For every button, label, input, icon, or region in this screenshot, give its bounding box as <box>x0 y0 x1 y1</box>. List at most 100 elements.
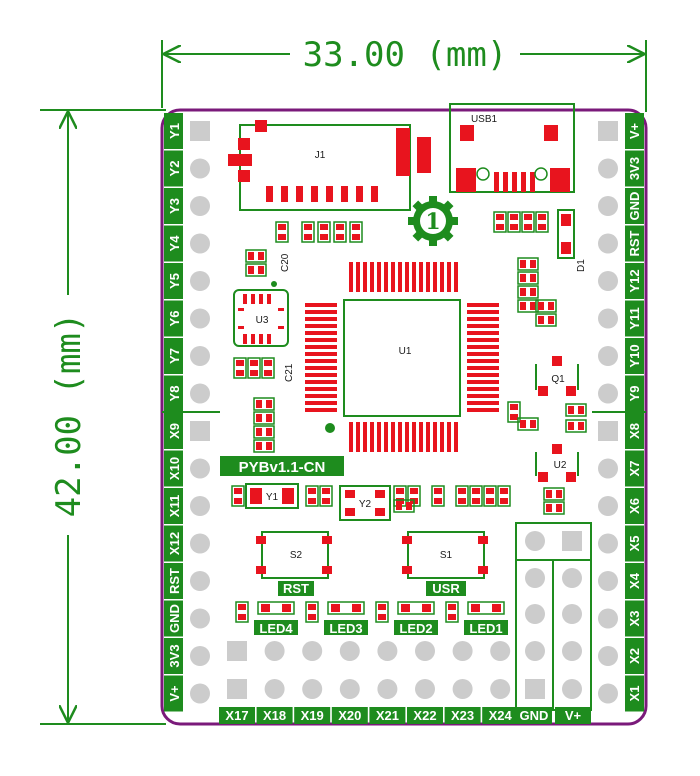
left-pin-label: V+ <box>167 685 182 702</box>
c21-label: C21 <box>284 363 295 382</box>
bottom-pin-label: X20 <box>338 708 361 723</box>
pin-pad <box>598 571 618 591</box>
right-pin-label: X4 <box>627 572 642 589</box>
usr-button-label: USR <box>432 581 460 596</box>
board-name: PYBv1.1-CN <box>239 459 326 476</box>
s1-label: S1 <box>440 550 453 561</box>
left-pin-label: Y7 <box>167 348 182 364</box>
bottom-pin-label: X22 <box>413 708 436 723</box>
bottom-pin-label: X24 <box>489 708 513 723</box>
pin-pad <box>190 646 210 666</box>
y1-label: Y1 <box>266 492 279 503</box>
left-pin-label: Y6 <box>167 311 182 327</box>
led-label: LED1 <box>469 621 502 636</box>
right-pin-label: X6 <box>627 498 642 514</box>
width-dimension-label: 33.00 (mm) <box>303 35 508 75</box>
pin-pad <box>598 458 618 479</box>
passive-components <box>231 211 587 623</box>
dimension-height: 42.00 (mm) <box>40 109 166 725</box>
pin-pad <box>415 641 435 661</box>
pin-pad <box>490 641 511 661</box>
left-pin-label: GND <box>167 604 182 633</box>
pin-pad <box>264 679 285 699</box>
pin-pad <box>598 346 618 366</box>
d1-label: D1 <box>576 259 587 272</box>
gear-logo-icon: 1 <box>408 196 458 246</box>
right-pin-label: X5 <box>627 536 642 552</box>
pin-pad <box>339 679 360 699</box>
pin-pad <box>190 608 210 629</box>
left-pin-label: X12 <box>167 532 182 555</box>
y2-crystal: Y2 <box>339 485 391 521</box>
bottom-pin-label: X17 <box>225 708 248 723</box>
pin-pad <box>190 421 210 441</box>
pin-pad <box>190 346 210 366</box>
led-label: LED2 <box>399 621 432 636</box>
pin-pad <box>598 233 618 254</box>
right-pin-label: GND <box>627 192 642 221</box>
pin-pad <box>190 533 210 554</box>
pin-pad <box>377 679 398 699</box>
left-pin-label: Y5 <box>167 273 182 289</box>
pin-pad <box>598 383 618 404</box>
q1-transistor: Q1 <box>535 356 579 396</box>
pin-pad <box>190 158 210 179</box>
pin-pad <box>415 679 435 699</box>
y2-label: Y2 <box>359 499 372 510</box>
pin-pad <box>190 571 210 591</box>
pin-pad <box>598 608 618 629</box>
rst-button: S2 RST <box>256 531 332 596</box>
height-dimension-label: 42.00 (mm) <box>49 313 89 518</box>
board-name-label: PYBv1.1-CN <box>220 456 344 476</box>
pin-pad <box>190 233 210 254</box>
left-pin-label: 3V3 <box>167 644 182 667</box>
pin-pad <box>490 679 511 699</box>
u2-chip: U2 <box>535 444 579 482</box>
left-pin-label: RST <box>167 568 182 594</box>
left-pin-label: Y4 <box>167 235 182 252</box>
pin-pad <box>302 641 323 661</box>
u1-mcu: U1 <box>305 262 499 452</box>
pin-pad <box>598 646 618 666</box>
bottom-pin-label: X19 <box>301 708 324 723</box>
right-pin-label: V+ <box>627 122 642 139</box>
bottom-pin-label: X23 <box>451 708 474 723</box>
right-pin-label: Y9 <box>627 386 642 402</box>
pin-pad <box>190 271 210 291</box>
c20-label: C20 <box>280 253 291 272</box>
right-pin-label: X3 <box>627 611 642 627</box>
left-pin-label: Y1 <box>167 123 182 139</box>
pin-pad <box>598 683 618 704</box>
pin-pad <box>190 458 210 479</box>
left-pin-label: Y3 <box>167 198 182 214</box>
right-pin-label: Y12 <box>627 269 642 292</box>
j1-label: J1 <box>315 150 326 161</box>
u1-label: U1 <box>399 346 412 357</box>
rst-button-label: RST <box>283 581 309 596</box>
pin-pad <box>598 121 618 141</box>
logo-text: 1 <box>425 209 440 235</box>
pin-pad <box>598 158 618 179</box>
pin-pad <box>598 271 618 291</box>
left-pin-label: Y2 <box>167 161 182 177</box>
header-label-gnd: GND <box>520 708 549 723</box>
right-pin-label: X7 <box>627 461 642 477</box>
y1-crystal: Y1 <box>245 483 299 509</box>
left-pin-label: X11 <box>167 495 182 517</box>
pin-pad <box>452 679 473 699</box>
bottom-pin-label: X21 <box>376 708 399 723</box>
right-pin-label: X2 <box>627 648 642 664</box>
right-pin-label: X8 <box>627 423 642 439</box>
pin-pad <box>190 496 210 516</box>
pin-pad <box>227 641 247 661</box>
pin-pad <box>598 533 618 554</box>
left-pin-label: Y8 <box>167 386 182 402</box>
right-pin-label: Y10 <box>627 344 642 367</box>
q1-label: Q1 <box>551 374 565 385</box>
power-header: GND V+ <box>515 522 592 724</box>
pin-pad <box>227 679 247 699</box>
header-label-vplus: V+ <box>565 708 582 723</box>
